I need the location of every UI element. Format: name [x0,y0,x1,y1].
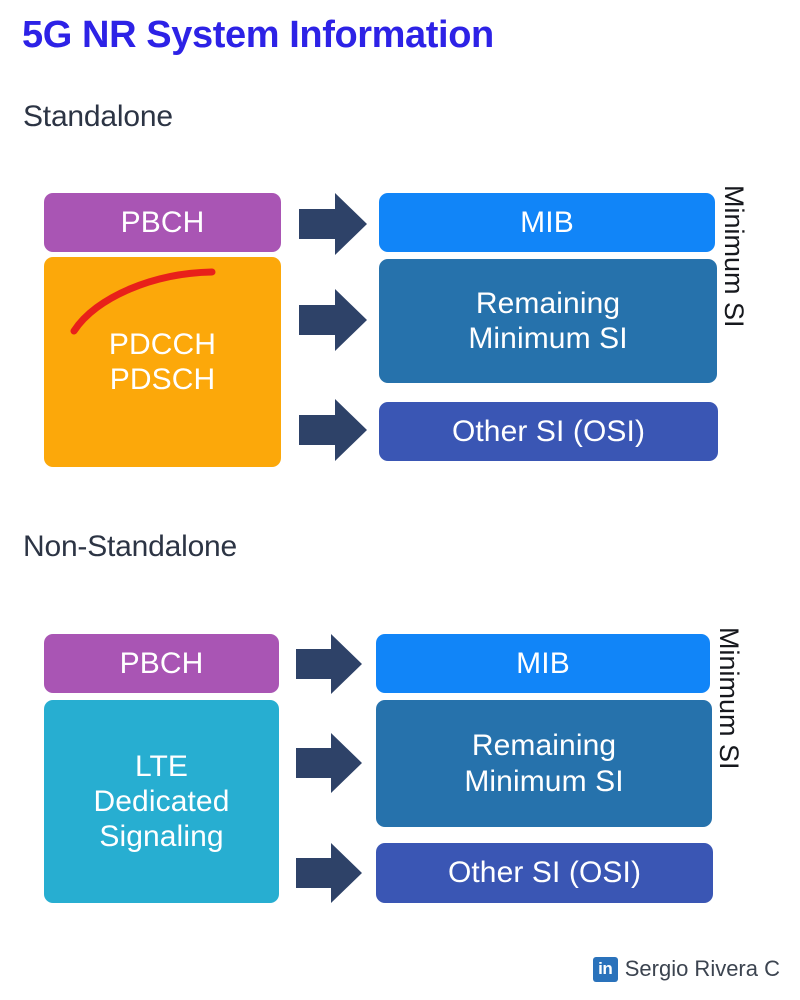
box-pbch-non-standalone: PBCH [44,634,279,693]
box-label: PBCH [119,646,204,680]
box-mib-non-standalone: MIB [376,634,710,693]
box-other-si-standalone: Other SI (OSI) [379,402,718,461]
author-credit: in Sergio Rivera C [592,956,780,982]
arrow-pbch-to-mib-standalone [299,193,367,255]
page-title: 5G NR System Information [22,14,494,56]
section-heading-standalone: Standalone [23,100,173,133]
linkedin-icon[interactable]: in [592,956,618,982]
box-label: MIB [516,646,570,680]
box-label: Other SI (OSI) [447,856,642,890]
arrow-lte-to-rmsi-non-standalone [296,733,362,793]
arrow-pdcch-to-rmsi-standalone [299,289,367,351]
section-heading-non-standalone: Non-Standalone [23,530,238,563]
box-mib-standalone: MIB [379,193,715,252]
box-pbch-standalone: PBCH [44,193,281,252]
box-label: Other SI (OSI) [451,414,646,448]
bracket-label-minimum-si-non-standalone: Minimum SI [714,627,744,770]
box-label: MIB [520,205,574,239]
box-label: PBCH [120,205,205,239]
arrow-pbch-to-mib-non-standalone [296,634,362,694]
arrow-lte-to-osi-non-standalone [296,843,362,903]
author-name: Sergio Rivera C [624,956,780,981]
box-other-si-non-standalone: Other SI (OSI) [376,843,713,903]
arrow-pdcch-to-osi-standalone [299,399,367,461]
bracket-label-minimum-si-standalone: Minimum SI [719,185,749,328]
